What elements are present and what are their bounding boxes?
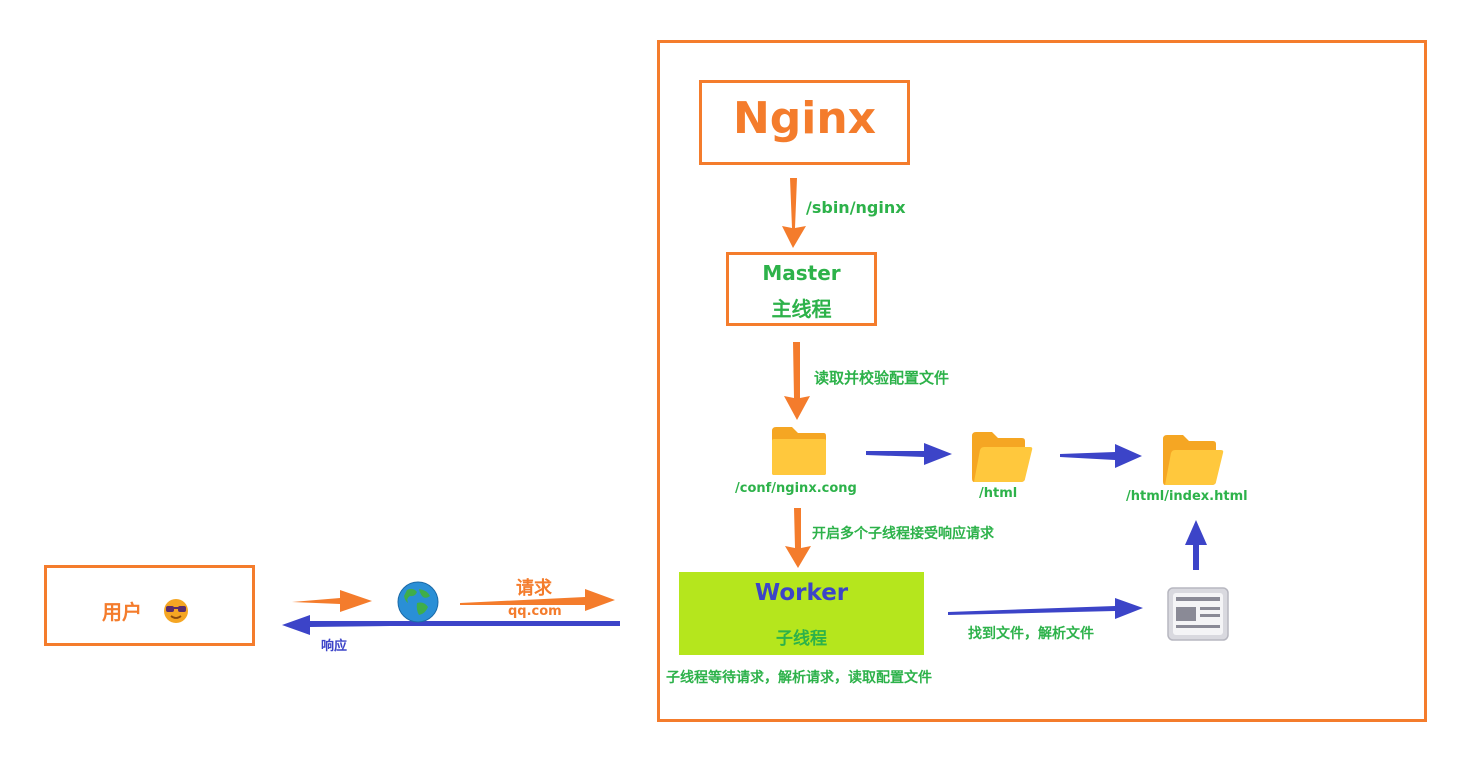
request-label: 请求 <box>516 578 552 599</box>
arrow-html-to-index <box>1060 444 1142 468</box>
master-box: Master 主线程 <box>726 252 877 326</box>
start-workers-label: 开启多个子线程接受响应请求 <box>812 526 994 542</box>
arrow-master-to-config <box>784 342 810 420</box>
worker-title: Worker <box>754 580 849 606</box>
folder-icon <box>772 427 826 475</box>
worker-box: Worker 子线程 <box>679 572 924 655</box>
arrow-nginx-to-master <box>782 178 806 248</box>
response-label: 响应 <box>321 639 348 654</box>
worker-description: 子线程等待请求，解析请求，读取配置文件 <box>666 670 932 686</box>
arrow-conf-to-html <box>866 443 952 465</box>
start-command-label: /sbin/nginx <box>806 198 906 217</box>
user-box: 用户 <box>44 565 255 646</box>
arrow-config-to-worker <box>785 508 811 568</box>
read-config-label: 读取并校验配置文件 <box>814 369 950 387</box>
document-icon <box>1167 587 1229 641</box>
arrow-request <box>460 589 615 611</box>
html-folder-label: /html <box>979 486 1018 501</box>
conf-file-label: /conf/nginx.cong <box>735 481 857 496</box>
user-label: 用户 <box>102 600 142 624</box>
sunglasses-face-icon <box>164 599 188 623</box>
folder-icon <box>1163 435 1224 485</box>
arrow-response <box>282 615 620 635</box>
globe-icon <box>397 581 439 623</box>
index-file-label: /html/index.html <box>1126 489 1248 504</box>
nginx-title: Nginx <box>732 93 877 144</box>
master-title: Master <box>762 261 841 285</box>
arrow-document-to-index <box>1185 520 1207 570</box>
request-domain: qq.com <box>508 604 562 619</box>
arrow-worker-to-document <box>948 598 1143 619</box>
master-subtitle: 主线程 <box>771 297 832 321</box>
nginx-box: Nginx <box>699 80 910 165</box>
find-file-label: 找到文件，解析文件 <box>968 626 1094 642</box>
folder-icon <box>972 432 1033 482</box>
worker-subtitle: 子线程 <box>776 629 827 649</box>
arrow-user-to-globe <box>292 590 372 612</box>
